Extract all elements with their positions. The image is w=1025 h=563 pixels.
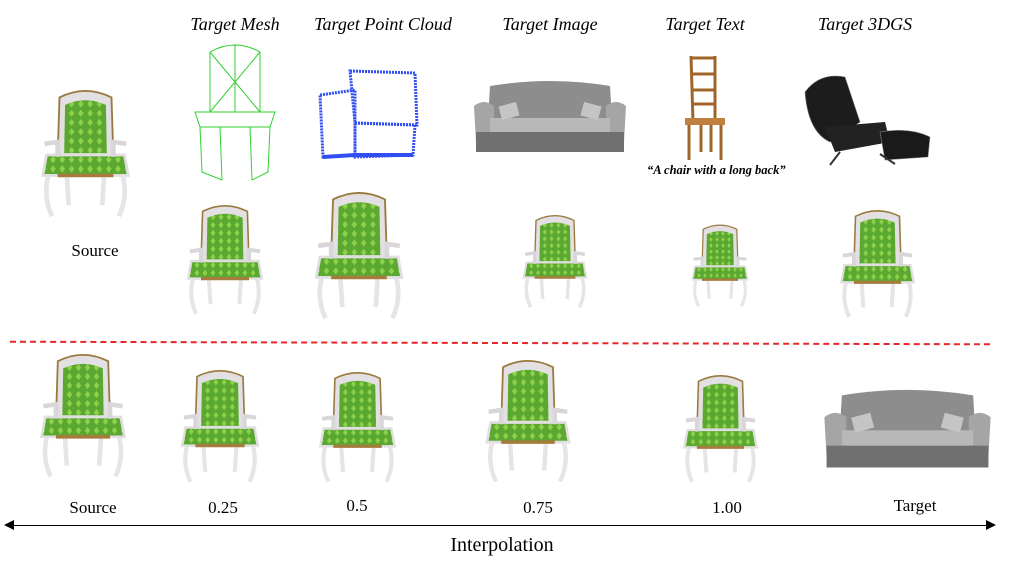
section-divider <box>9 340 991 346</box>
header-target-mesh: Target Mesh <box>190 14 280 34</box>
interp-label-0-75: 0.75 <box>523 498 553 517</box>
interp-0-75-chair <box>448 360 608 485</box>
target-3dgs-lounge-chair <box>804 75 931 166</box>
arrow-left-icon <box>4 520 14 530</box>
interp-target-sofa <box>824 389 991 468</box>
interp-source-chair <box>38 347 128 487</box>
target-mesh-wireframe <box>194 44 276 181</box>
interp-label-0-5: 0.5 <box>346 496 368 515</box>
target-point-cloud <box>318 69 419 159</box>
interp-0-5-chair <box>295 372 420 485</box>
header-target-point-cloud: Target Point Cloud <box>314 14 452 34</box>
header-target-3dgs: Target 3DGS <box>817 14 913 34</box>
interp-1-00-chair <box>628 375 813 485</box>
interpolation-axis <box>10 525 990 526</box>
target-text-prompt: “A chair with a long back” <box>647 163 786 177</box>
interpolation-label: Interpolation <box>450 534 554 556</box>
header-target-text: Target Text <box>665 14 745 34</box>
interp-label-1-00: 1.00 <box>712 498 742 517</box>
result-image-sofa <box>475 215 635 310</box>
target-text-chair-illustration <box>685 55 725 160</box>
arrow-right-icon <box>986 520 996 530</box>
result-mesh-chair <box>185 192 265 330</box>
result-point-cloud-chair <box>305 192 413 322</box>
target-sofa-image <box>474 81 626 152</box>
interp-label-source: Source <box>69 498 117 517</box>
interp-label-target: Target <box>893 496 937 515</box>
result-text-chair <box>690 200 750 333</box>
result-3dgs-chair <box>810 210 945 320</box>
interp-0-25-chair <box>165 370 275 485</box>
header-target-image: Target Image <box>502 14 598 34</box>
source-label: Source <box>71 241 119 260</box>
interp-label-0-25: 0.25 <box>208 498 238 517</box>
source-chair-image <box>38 90 133 220</box>
